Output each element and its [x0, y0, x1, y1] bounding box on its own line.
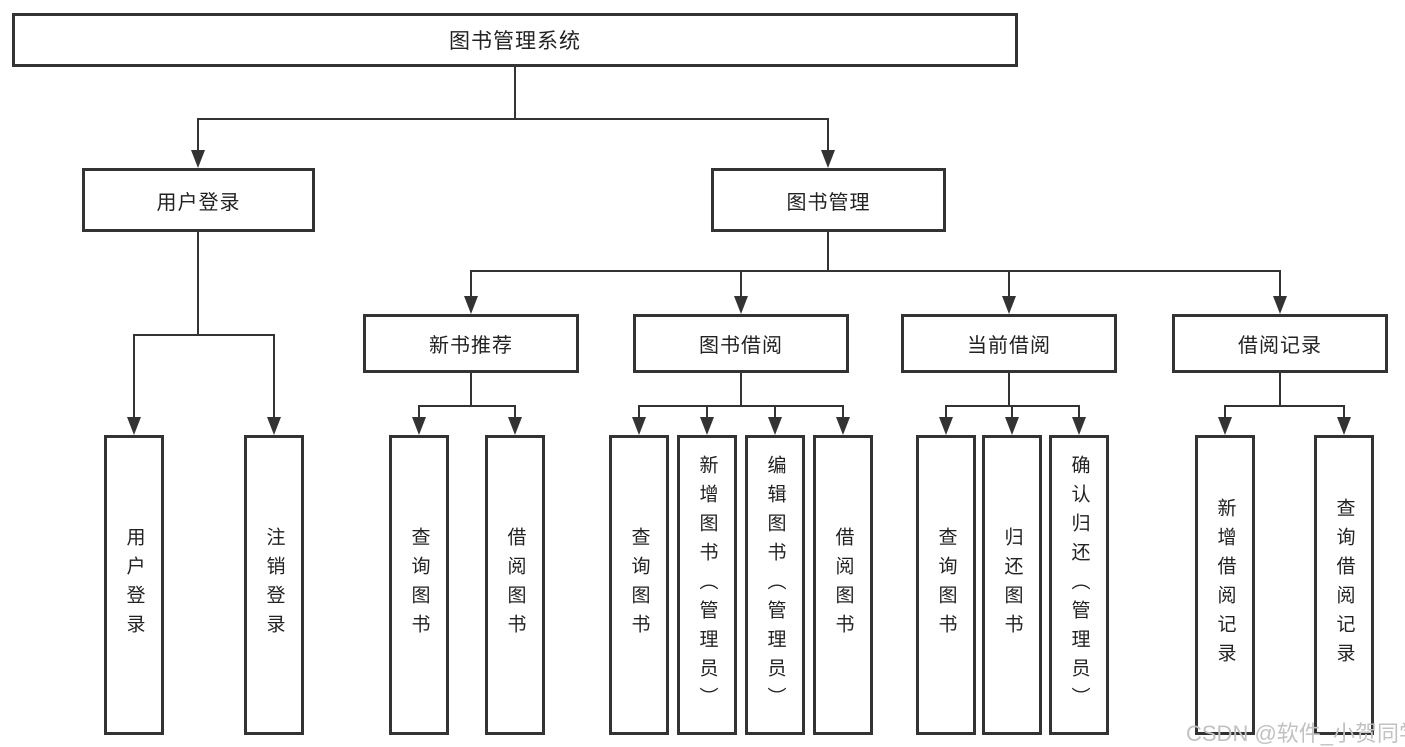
leaf-current-return-books: 归还图书	[982, 435, 1042, 735]
leaf-recommend-borrow-books: 借阅图书	[485, 435, 545, 735]
node-user-login-label: 用户登录	[156, 191, 241, 214]
leaf-records-add-borrow-record-label: 新增借阅记录	[1214, 498, 1236, 672]
connector-line	[638, 405, 640, 419]
connector-line	[133, 334, 135, 419]
connector-line	[418, 405, 420, 419]
connector-line	[470, 373, 472, 407]
arrow-down-icon	[1273, 296, 1287, 314]
leaf-current-return-books-label: 归还图书	[1001, 527, 1023, 643]
leaf-current-query-books: 查询图书	[916, 435, 976, 735]
arrow-down-icon	[1005, 417, 1019, 435]
leaf-borrowing-query-books: 查询图书	[609, 435, 669, 735]
arrow-down-icon	[768, 417, 782, 435]
connector-line	[946, 405, 1080, 407]
connector-line	[1279, 373, 1281, 407]
arrow-down-icon	[700, 417, 714, 435]
connector-line	[514, 405, 516, 419]
arrow-down-icon	[821, 150, 835, 168]
connector-line	[470, 270, 1280, 272]
connector-line	[706, 405, 708, 419]
leaf-user-login: 用户登录	[104, 435, 164, 735]
node-book-borrowing-label: 图书借阅	[699, 335, 783, 357]
connector-line	[740, 373, 742, 407]
node-book-borrowing: 图书借阅	[633, 314, 849, 373]
leaf-current-confirm-return-admin: 确认归还（管理员）	[1049, 435, 1109, 735]
connector-line	[827, 118, 829, 152]
leaf-borrowing-edit-books-admin: 编辑图书（管理员）	[745, 435, 805, 735]
connector-line	[740, 270, 742, 298]
connector-line	[470, 270, 472, 298]
leaf-recommend-borrow-books-label: 借阅图书	[504, 527, 526, 643]
arrow-down-icon	[191, 150, 205, 168]
arrow-down-icon	[464, 296, 478, 314]
leaf-borrowing-edit-books-admin-label: 编辑图书（管理员）	[764, 454, 786, 716]
node-borrowing-records-label: 借阅记录	[1238, 335, 1322, 357]
leaf-logout-label: 注销登录	[263, 527, 285, 643]
arrow-down-icon	[1337, 417, 1351, 435]
arrow-down-icon	[1218, 417, 1232, 435]
leaf-borrowing-borrow-books: 借阅图书	[813, 435, 873, 735]
connector-line	[273, 334, 275, 419]
connector-line	[197, 232, 199, 336]
connector-line	[827, 232, 829, 272]
connector-line	[1279, 270, 1281, 298]
node-new-book-recommendation-label: 新书推荐	[429, 335, 513, 357]
node-current-borrowing: 当前借阅	[901, 314, 1117, 373]
connector-line	[197, 118, 199, 152]
connector-line	[945, 405, 947, 419]
leaf-borrowing-add-books-admin-label: 新增图书（管理员）	[696, 454, 718, 716]
node-book-management-label: 图书管理	[786, 191, 871, 214]
leaf-logout: 注销登录	[244, 435, 304, 735]
arrow-down-icon	[508, 417, 522, 435]
node-user-login: 用户登录	[82, 168, 315, 232]
leaf-current-confirm-return-admin-label: 确认归还（管理员）	[1068, 454, 1090, 716]
arrow-down-icon	[632, 417, 646, 435]
connector-line	[134, 334, 275, 336]
arrow-down-icon	[836, 417, 850, 435]
node-library-management-system: 图书管理系统	[12, 13, 1018, 67]
connector-line	[1224, 405, 1226, 419]
leaf-records-query-borrow-record-label: 查询借阅记录	[1333, 498, 1355, 672]
node-borrowing-records: 借阅记录	[1172, 314, 1388, 373]
connector-line	[1008, 373, 1010, 407]
leaf-borrowing-add-books-admin: 新增图书（管理员）	[677, 435, 737, 735]
leaf-borrowing-borrow-books-label: 借阅图书	[832, 527, 854, 643]
arrow-down-icon	[412, 417, 426, 435]
arrow-down-icon	[1002, 296, 1016, 314]
connector-line	[1008, 270, 1010, 298]
node-book-management: 图书管理	[711, 168, 946, 232]
arrow-down-icon	[939, 417, 953, 435]
connector-line	[514, 66, 516, 119]
leaf-records-query-borrow-record: 查询借阅记录	[1314, 435, 1374, 735]
leaf-current-query-books-label: 查询图书	[935, 527, 957, 643]
node-library-management-system-label: 图书管理系统	[449, 30, 581, 53]
connector-line	[1078, 405, 1080, 419]
node-current-borrowing-label: 当前借阅	[967, 335, 1051, 357]
leaf-recommend-query-books: 查询图书	[389, 435, 449, 735]
connector-line	[1343, 405, 1345, 419]
arrow-down-icon	[734, 296, 748, 314]
arrow-down-icon	[267, 417, 281, 435]
connector-line	[1225, 405, 1345, 407]
connector-line	[1011, 405, 1013, 419]
arrow-down-icon	[127, 417, 141, 435]
arrow-down-icon	[1072, 417, 1086, 435]
leaf-user-login-label: 用户登录	[123, 527, 145, 643]
connector-line	[197, 118, 829, 120]
csdn-watermark: CSDN @软件_小贺同学	[1186, 721, 1405, 746]
connector-line	[419, 405, 516, 407]
node-new-book-recommendation: 新书推荐	[363, 314, 579, 373]
connector-line	[639, 405, 844, 407]
connector-line	[842, 405, 844, 419]
leaf-recommend-query-books-label: 查询图书	[408, 527, 430, 643]
leaf-records-add-borrow-record: 新增借阅记录	[1195, 435, 1255, 735]
leaf-borrowing-query-books-label: 查询图书	[628, 527, 650, 643]
connector-line	[774, 405, 776, 419]
